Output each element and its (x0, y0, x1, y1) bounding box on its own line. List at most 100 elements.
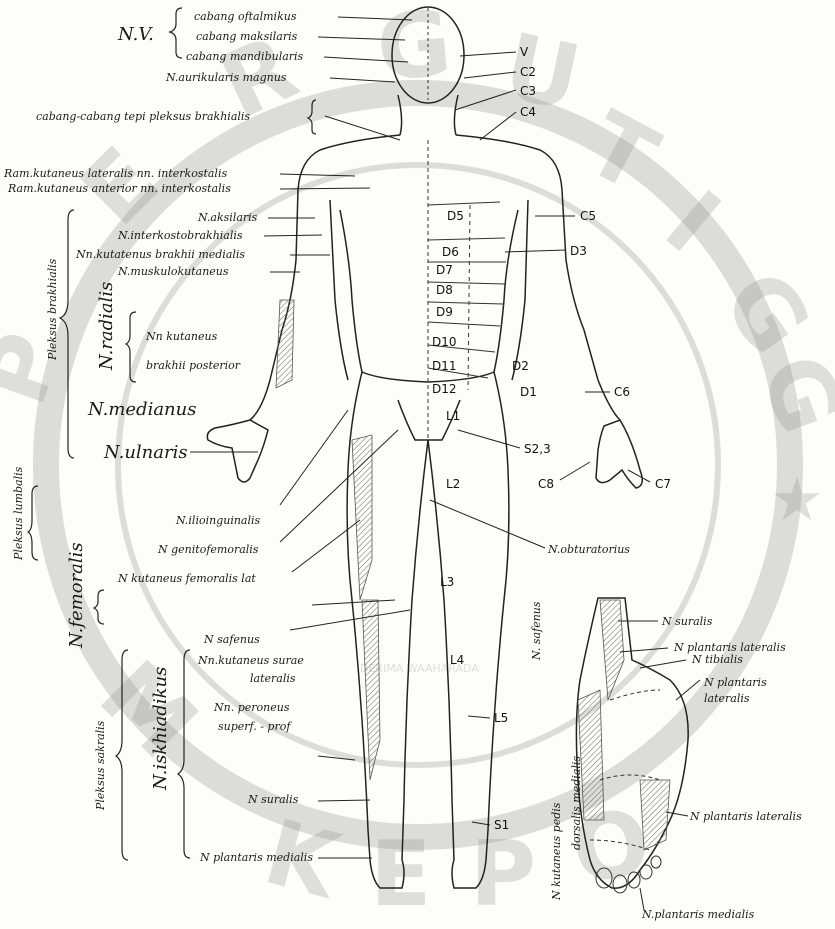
leader-line (280, 188, 370, 189)
segment-l4: L4 (450, 653, 464, 667)
leader-line (666, 812, 688, 816)
segment-c2: C2 (520, 65, 536, 79)
watermark-star: ★ (770, 465, 824, 535)
leader-line (312, 600, 395, 605)
label-foot-plantaris-a: N plantaris (703, 676, 767, 689)
segment-l5: L5 (494, 711, 508, 725)
label-foot-safenus: N. safenus (530, 601, 543, 661)
leader-line (290, 610, 410, 630)
left-leg-inner (402, 440, 428, 860)
leader-line (280, 430, 398, 542)
leader-line (468, 716, 490, 718)
label-ram-lateral: Ram.kutaneus lateralis nn. interkostalis (3, 167, 227, 180)
label-femoralis: N.femoralis (66, 542, 87, 649)
leader-line (458, 430, 520, 448)
femoralis-brace (94, 590, 104, 624)
label-kutaneus-fem-lat: N kutaneus femoralis lat (117, 572, 256, 585)
leader-line (505, 250, 566, 252)
label-suralis: N suralis (247, 793, 299, 806)
label-genitofemoralis: N genitofemoralis (157, 543, 259, 556)
leader-line (560, 462, 590, 480)
segment-d5: D5 (447, 209, 464, 223)
segment-c7: C7 (655, 477, 671, 491)
torso-dashed-line (468, 205, 470, 390)
segment-d11: D11 (432, 359, 457, 373)
label-foot-plantaris-b: lateralis (704, 692, 750, 705)
label-interkosto: N.interkostobrakhialis (117, 229, 243, 242)
label-muskulokutaneus: N.muskulokutaneus (117, 265, 229, 278)
label-tepi-pleksus: cabang-cabang tepi pleksus brakhialis (36, 110, 250, 123)
leader-line (430, 500, 545, 548)
label-medianus: N.medianus (87, 399, 196, 420)
label-obturatorius: N.obturatorius (547, 543, 630, 556)
left-inner-arm (330, 200, 348, 380)
label-ilioinguinalis: N.ilioinguinalis (175, 514, 261, 527)
label-lateralis: lateralis (250, 672, 296, 685)
nv-brace (170, 8, 182, 58)
label-peroneus: Nn. peroneus (213, 701, 290, 714)
segment-c3: C3 (520, 84, 536, 98)
label-pleksus-brakhialis: Pleksus brakhialis (46, 258, 59, 361)
leader-line (264, 235, 322, 236)
label-safenus: N safenus (203, 633, 260, 646)
segment-s1: S1 (494, 818, 509, 832)
label-foot-plantaris-medialis: N.plantaris medialis (641, 908, 755, 921)
label-nv: N.V. (117, 24, 154, 45)
segment-d8: D8 (436, 283, 453, 297)
left-hand (207, 420, 268, 482)
label-nn-kutaneus: Nn kutaneus (145, 330, 218, 343)
label-aksilaris: N.aksilaris (197, 211, 258, 224)
label-maksilaris: cabang maksilaris (196, 30, 298, 43)
segment-d1: D1 (520, 385, 537, 399)
segment-c4: C4 (520, 105, 536, 119)
segment-d10: D10 (432, 335, 457, 349)
segment-d9: D9 (436, 305, 453, 319)
watermark-letter: G (373, 0, 456, 102)
torso (340, 210, 518, 382)
label-plantaris-medialis: N plantaris medialis (199, 851, 313, 864)
segment-l2: L2 (446, 477, 460, 491)
segment-d12: D12 (432, 382, 457, 396)
label-kutaneus-brakhii: Nn.kutatenus brakhii medialis (75, 248, 245, 261)
hatched-arm-area (276, 300, 294, 388)
segment-d7: D7 (436, 263, 453, 277)
segment-c8: C8 (538, 477, 554, 491)
label-kutaneus-surae: Nn.kutaneus surae (197, 654, 304, 667)
label-foot-tibialis: N tibialis (691, 653, 743, 666)
label-foot-suralis: N suralis (661, 615, 713, 628)
segment-s23: S2,3 (524, 442, 551, 456)
hatched-thigh-area (352, 435, 372, 600)
label-pleksus-lumbalis: Pleksus lumbalis (12, 466, 25, 561)
foot-hatch-sole (640, 780, 670, 850)
label-ram-anterior: Ram.kutaneus anterior nn. interkostalis (7, 182, 231, 195)
leader-line (628, 470, 650, 482)
label-oftalmikus: cabang oftalmikus (194, 10, 297, 23)
label-foot-dorsalis: N kutaneus pedis (550, 802, 563, 901)
segment-l1: L1 (446, 409, 460, 423)
label-aurikularis: N.aurikularis magnus (165, 71, 287, 84)
segment-c5: C5 (580, 209, 596, 223)
leader-line (292, 520, 360, 572)
watermark-letter: E (370, 822, 431, 927)
leader-line (620, 648, 668, 652)
label-radialis: N.radialis (96, 282, 117, 371)
label-ulnaris: N.ulnaris (103, 442, 188, 463)
leader-line (280, 410, 348, 505)
right-hand (596, 420, 642, 488)
leader-line (318, 800, 370, 801)
segment-c6: C6 (614, 385, 630, 399)
label-superf-prof: superf. - prof (218, 720, 292, 733)
watermark-letter: P (470, 822, 536, 927)
segment-v: V (520, 45, 529, 59)
label-foot-plantaris-lat3: N plantaris lateralis (689, 810, 802, 823)
label-pleksus-sakralis: Pleksus sakralis (94, 720, 107, 811)
segment-d2: D2 (512, 359, 529, 373)
segment-d3: D3 (570, 244, 587, 258)
right-leg-outer (486, 372, 509, 860)
label-foot-dorsalis2: dorsalis medialis (570, 756, 583, 850)
label-iskhiadikus: N.iskhiadikus (150, 667, 171, 791)
label-mandibularis: cabang mandibularis (186, 50, 304, 63)
